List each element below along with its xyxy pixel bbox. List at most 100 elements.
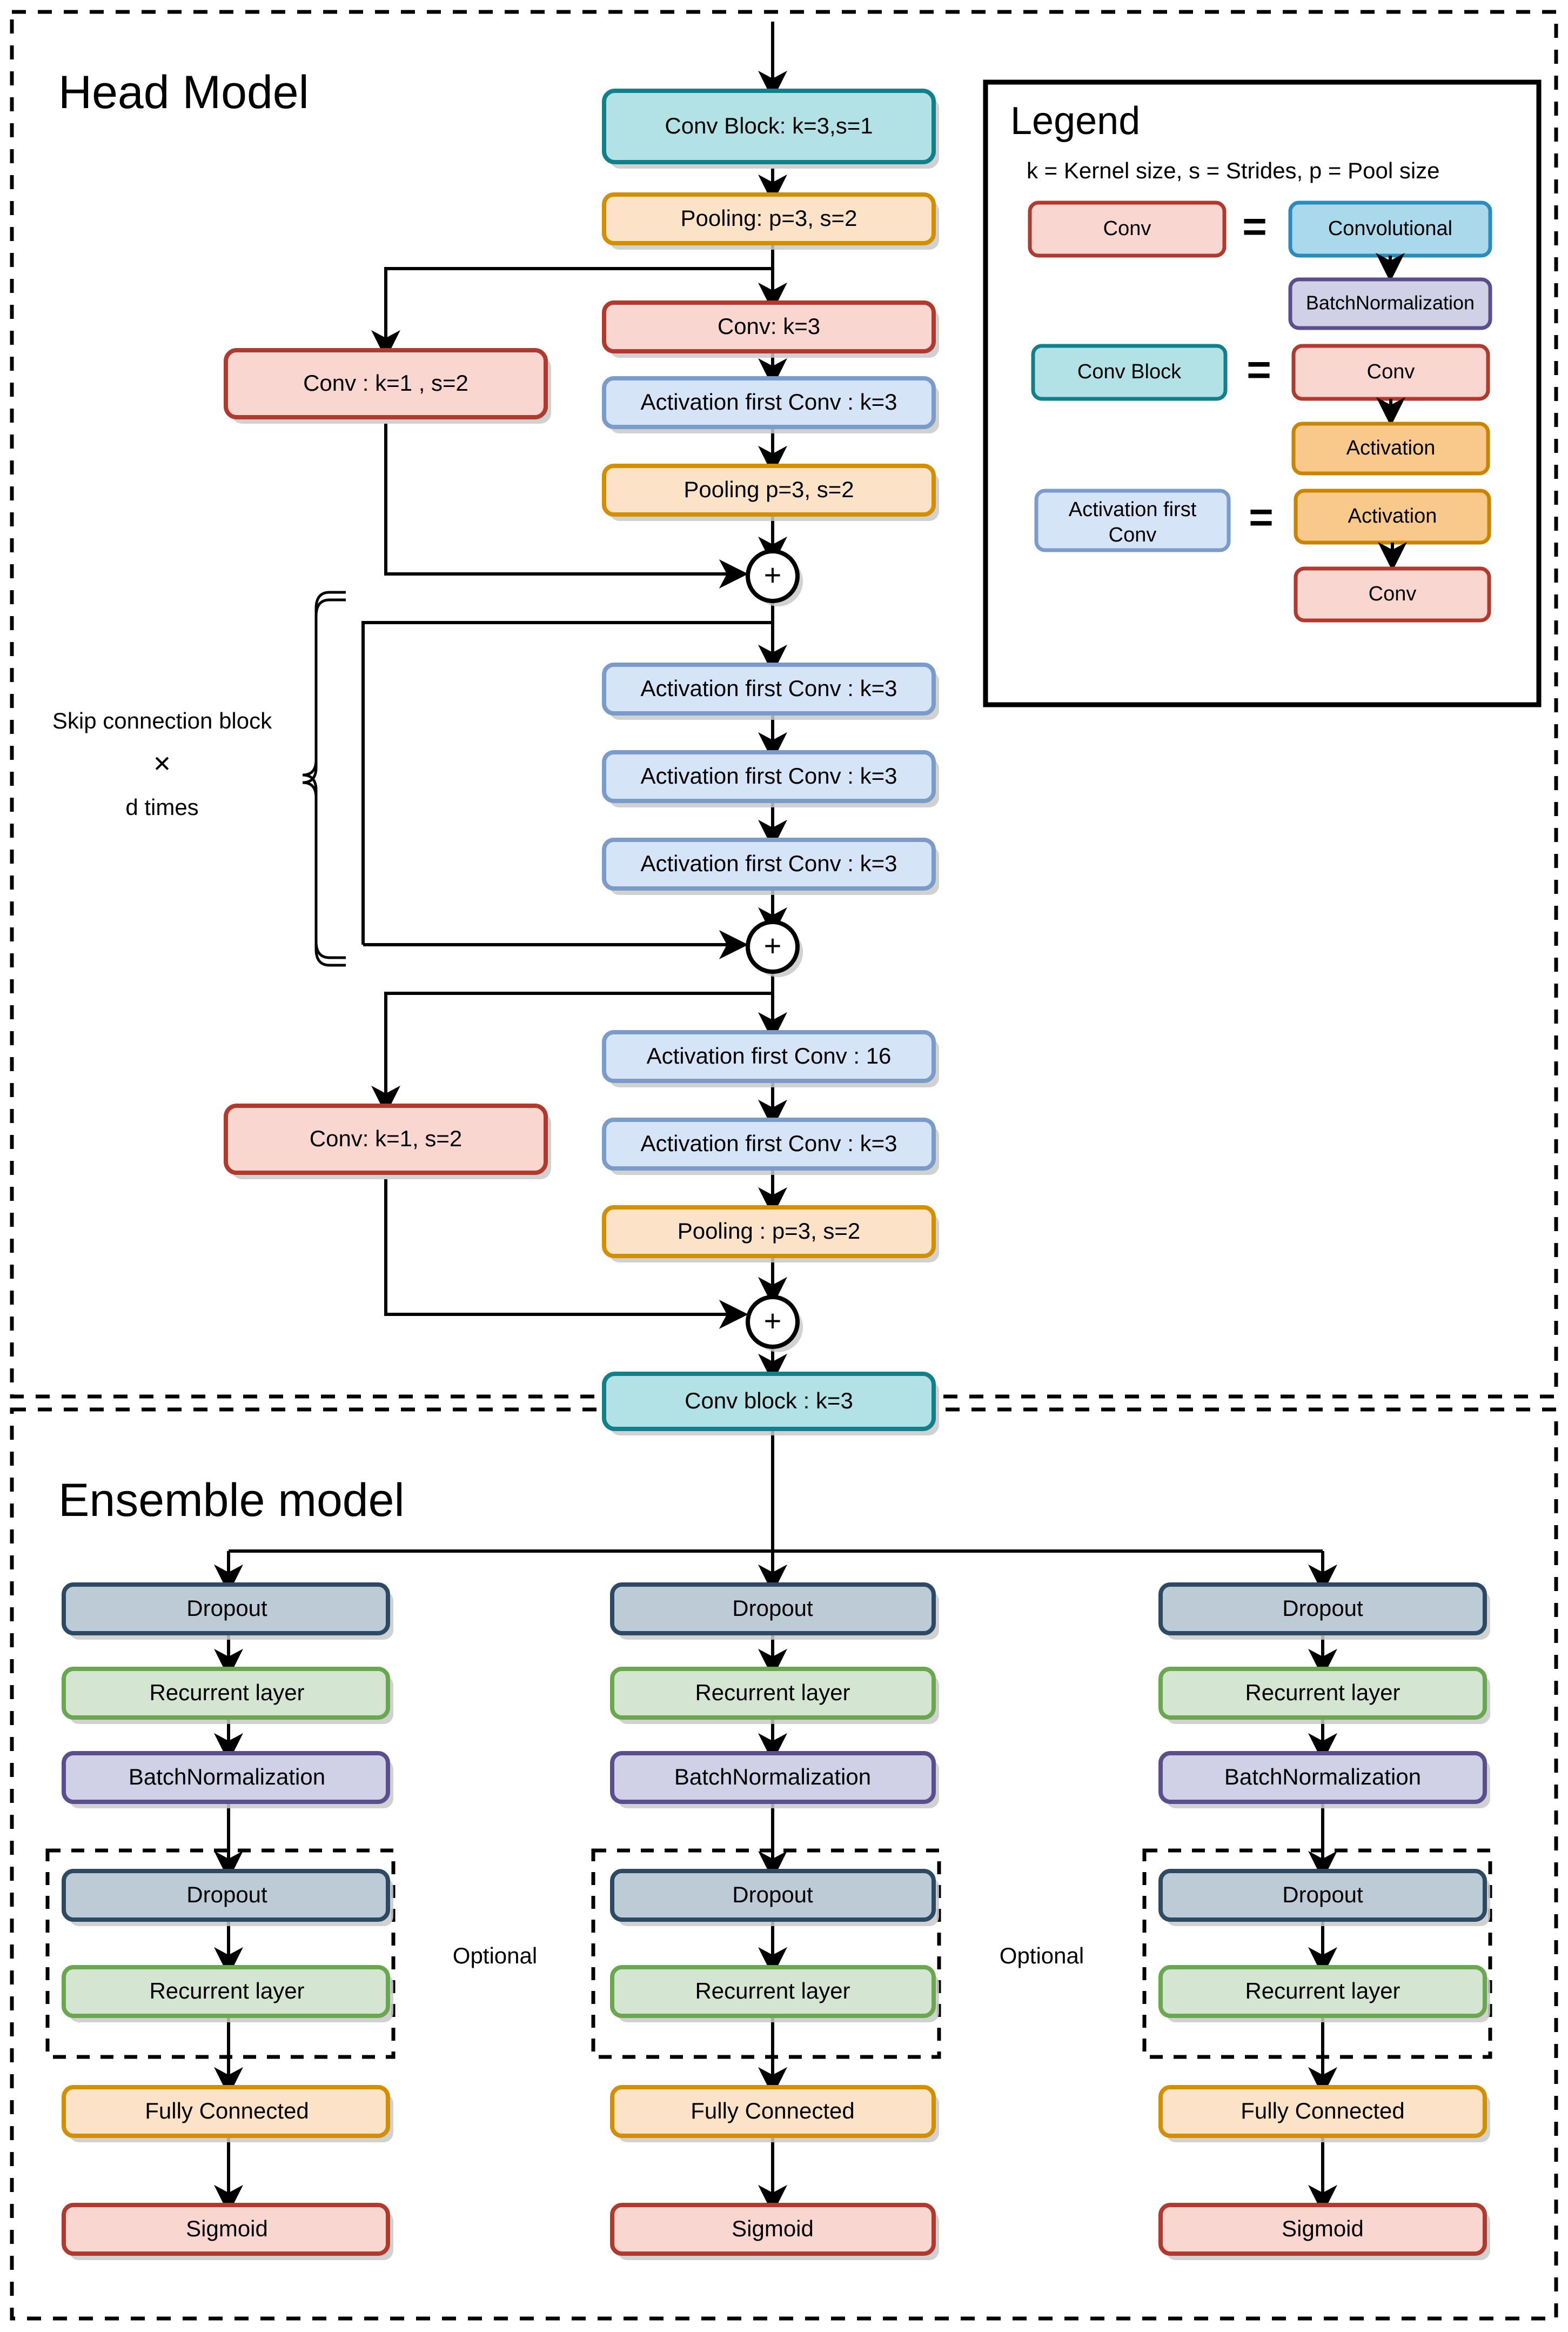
node-label: Activation first Conv : k=3	[640, 1131, 897, 1156]
node-label: Conv Block: k=3,s=1	[665, 113, 873, 138]
node-sigmoid[interactable]: Sigmoid	[62, 2203, 393, 2260]
legend-left-label-line2: Conv	[1109, 524, 1157, 546]
optional-label-2: Optional	[1000, 1943, 1084, 1968]
node-label: Recurrent layer	[149, 1978, 304, 2003]
optional-label-1: Optional	[453, 1943, 537, 1968]
node-label: Sigmoid	[186, 2216, 268, 2241]
optional-box-3	[1142, 1848, 1492, 2059]
legend-equals-3: =	[1249, 493, 1274, 541]
node-label: Sigmoid	[1282, 2216, 1364, 2241]
node-label: Dropout	[186, 1595, 267, 1621]
node-label: BatchNormalization	[674, 1764, 871, 1789]
add-node-2: +	[746, 920, 803, 977]
ensemble-branch-2: Dropout Recurrent layer BatchNormalizati…	[591, 1582, 941, 2260]
node-activation-first-conv-16[interactable]: Activation first Conv : 16	[602, 1030, 939, 1087]
skip-block-label-line2: ✕	[152, 751, 171, 777]
node-label: Conv: k=1, s=2	[310, 1126, 463, 1151]
node-activation-first-conv-1[interactable]: Activation first Conv : k=3	[602, 376, 939, 433]
add-symbol: +	[764, 1304, 782, 1338]
node-fully-connected[interactable]: Fully Connected	[610, 2085, 939, 2142]
node-label: Dropout	[732, 1882, 813, 1907]
ensemble-model-title: Ensemble model	[58, 1474, 405, 1526]
legend-row-activation-first-conv: Activation first Conv = Activation Conv	[1034, 489, 1491, 623]
node-label: Conv block : k=3	[685, 1388, 853, 1413]
legend-right-label-2: Conv	[1369, 583, 1417, 605]
node-label: Fully Connected	[691, 2098, 855, 2123]
skip-connection-brace	[302, 591, 346, 967]
node-pooling-1[interactable]: Pooling: p=3, s=2	[602, 192, 939, 250]
add-symbol: +	[764, 928, 782, 963]
node-label: BatchNormalization	[129, 1764, 325, 1789]
legend-right-label-2: BatchNormalization	[1306, 292, 1475, 314]
node-sigmoid[interactable]: Sigmoid	[610, 2203, 939, 2260]
node-label: Activation first Conv : k=3	[640, 389, 897, 415]
node-label: Recurrent layer	[695, 1680, 850, 1705]
legend-right-label-1: Activation	[1348, 505, 1437, 527]
node-fully-connected[interactable]: Fully Connected	[1158, 2085, 1490, 2142]
node-optional-recurrent-layer[interactable]: Recurrent layer	[1158, 1965, 1490, 2022]
optional-box-1	[45, 1848, 396, 2059]
node-label: Pooling : p=3, s=2	[678, 1218, 861, 1244]
skip-block-label-line1: Skip connection block	[52, 708, 272, 733]
node-conv-block-top[interactable]: Conv Block: k=3,s=1	[602, 89, 939, 169]
node-optional-dropout[interactable]: Dropout	[610, 1869, 939, 1926]
node-dropout[interactable]: Dropout	[1158, 1582, 1490, 1640]
legend-equals-2: =	[1247, 346, 1271, 393]
node-fully-connected[interactable]: Fully Connected	[62, 2085, 393, 2142]
node-sigmoid[interactable]: Sigmoid	[1158, 2203, 1490, 2260]
node-label: Dropout	[186, 1882, 267, 1907]
node-dropout[interactable]: Dropout	[610, 1582, 939, 1640]
add-node-3: +	[746, 1295, 803, 1352]
legend-row-conv-block: Conv Block = Conv Activation	[1031, 344, 1490, 476]
ensemble-branch-1: Dropout Recurrent layer BatchNormalizati…	[45, 1582, 396, 2260]
legend-subtitle: k = Kernel size, s = Strides, p = Pool s…	[1027, 158, 1440, 183]
node-activation-first-conv-4[interactable]: Activation first Conv : k=3	[602, 838, 939, 895]
node-label: Dropout	[1282, 1882, 1363, 1907]
node-label: Conv: k=3	[718, 313, 820, 339]
node-label: Pooling p=3, s=2	[684, 477, 854, 502]
node-label: BatchNormalization	[1224, 1764, 1421, 1789]
legend-equals-1: =	[1242, 203, 1267, 250]
legend-row-conv: Conv = Convolutional BatchNormalization	[1028, 201, 1492, 330]
node-optional-recurrent-layer[interactable]: Recurrent layer	[62, 1965, 393, 2022]
node-label: Recurrent layer	[149, 1680, 304, 1705]
legend-left-label: Conv	[1103, 217, 1151, 240]
legend-right-label-2: Activation	[1346, 437, 1436, 459]
node-label: Recurrent layer	[695, 1978, 850, 2003]
node-label: Pooling: p=3, s=2	[681, 205, 857, 231]
node-shortcut-conv-2[interactable]: Conv: k=1, s=2	[224, 1104, 551, 1179]
node-pooling-3[interactable]: Pooling : p=3, s=2	[602, 1205, 939, 1262]
node-label: Activation first Conv : k=3	[640, 763, 897, 789]
node-label: Conv : k=1 , s=2	[303, 370, 468, 396]
node-label: Activation first Conv : k=3	[640, 676, 897, 701]
node-label: Recurrent layer	[1245, 1680, 1400, 1705]
node-optional-dropout[interactable]: Dropout	[1158, 1869, 1490, 1926]
skip-block-label-line3: d times	[125, 794, 198, 820]
node-activation-first-conv-3[interactable]: Activation first Conv : k=3	[602, 750, 939, 807]
node-activation-first-conv-2[interactable]: Activation first Conv : k=3	[602, 663, 939, 720]
add-symbol: +	[764, 558, 782, 592]
node-batch-normalization[interactable]: BatchNormalization	[610, 1751, 939, 1808]
legend-title: Legend	[1010, 99, 1140, 143]
node-activation-first-conv-5[interactable]: Activation first Conv : k=3	[602, 1118, 939, 1175]
ensemble-branch-3: Dropout Recurrent layer BatchNormalizati…	[1142, 1582, 1492, 2260]
node-optional-dropout[interactable]: Dropout	[62, 1869, 393, 1926]
node-optional-recurrent-layer[interactable]: Recurrent layer	[610, 1965, 939, 2022]
node-label: Fully Connected	[1241, 2098, 1405, 2123]
node-dropout[interactable]: Dropout	[62, 1582, 393, 1640]
node-pooling-2[interactable]: Pooling p=3, s=2	[602, 464, 939, 521]
legend-right-label-1: Convolutional	[1328, 217, 1452, 240]
node-batch-normalization[interactable]: BatchNormalization	[1158, 1751, 1490, 1808]
head-model-container	[10, 10, 1558, 1399]
node-conv-k3[interactable]: Conv: k=3	[602, 300, 939, 358]
node-recurrent-layer[interactable]: Recurrent layer	[62, 1667, 393, 1724]
node-recurrent-layer[interactable]: Recurrent layer	[610, 1667, 939, 1724]
node-batch-normalization[interactable]: BatchNormalization	[62, 1751, 393, 1808]
node-recurrent-layer[interactable]: Recurrent layer	[1158, 1667, 1490, 1724]
legend-right-label-1: Conv	[1367, 360, 1415, 383]
node-shortcut-conv-1[interactable]: Conv : k=1 , s=2	[224, 348, 551, 424]
node-label: Activation first Conv : 16	[647, 1043, 892, 1068]
legend-panel: Legend k = Kernel size, s = Strides, p =…	[983, 79, 1542, 707]
node-conv-block-bottom[interactable]: Conv block : k=3	[602, 1372, 939, 1435]
